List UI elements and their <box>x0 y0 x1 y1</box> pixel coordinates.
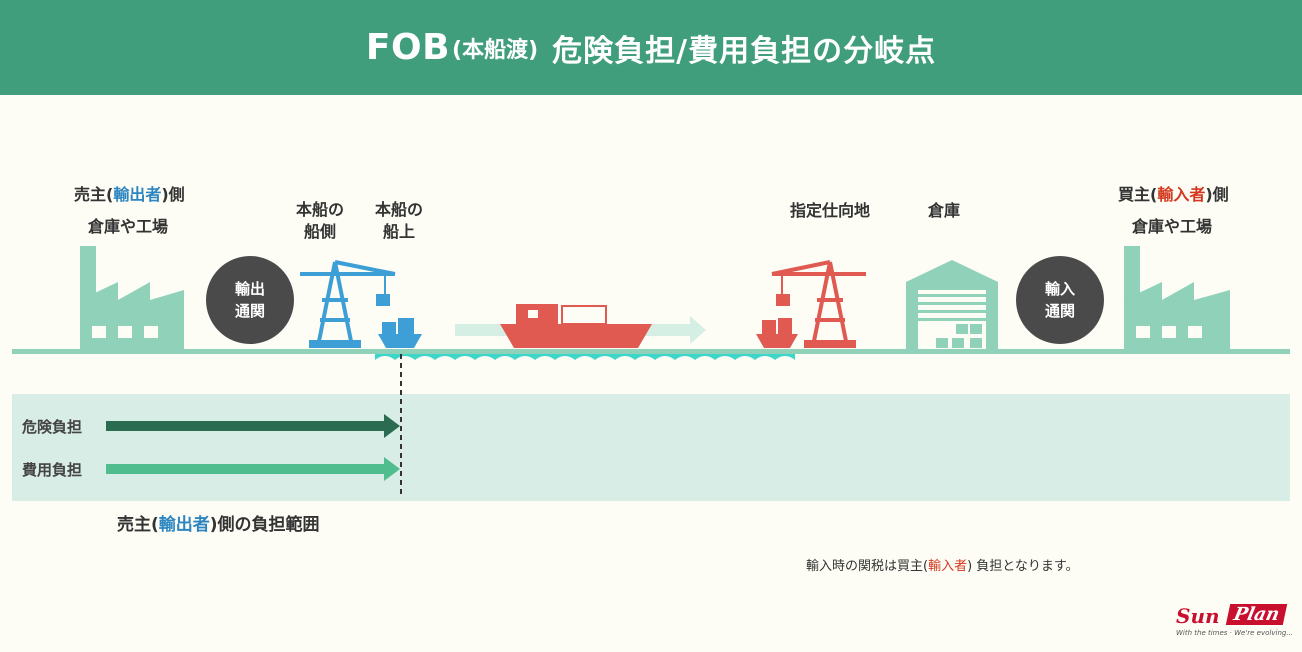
loaded-boat-icon <box>378 318 422 348</box>
import-duty-note: 輸入時の関税は買主(輸入者) 負担となります。 <box>806 555 1079 574</box>
title-paren: (本船渡) <box>452 37 539 63</box>
logo-sun: Sun <box>1176 604 1220 628</box>
import-clearance-line1: 輸入 <box>1044 280 1075 298</box>
note-em: 輸入者 <box>928 559 968 574</box>
cargo-ship-icon <box>500 304 652 348</box>
ship-side-label: 本船の 船側 <box>296 199 344 243</box>
buyer-label-em: 輸入者 <box>1157 185 1206 204</box>
seller-scope-caption: 売主(輸出者)側の負担範囲 <box>117 510 320 535</box>
buyer-factory-icon <box>1124 246 1230 350</box>
scope-em: 輸出者 <box>158 515 210 535</box>
title-main: FOB <box>365 27 451 68</box>
responsibility-band <box>12 394 1290 501</box>
page-title: FOB (本船渡) 危険負担/費用負担の分岐点 <box>0 0 1302 95</box>
import-clearance-line2: 通関 <box>1044 302 1075 320</box>
seller-factory-icon <box>80 246 184 350</box>
logo-plan: Plan <box>1225 604 1288 625</box>
export-clearance-badge: 輸出 通関 <box>206 256 294 344</box>
seller-label: 売主(輸出者)側 <box>74 184 185 206</box>
risk-row-label: 危険負担 <box>22 418 83 436</box>
seller-label-post: )側 <box>161 185 185 204</box>
import-clearance-badge: 輸入 通関 <box>1016 256 1104 344</box>
seller-label-pre: 売主( <box>74 185 114 204</box>
ground-line <box>12 349 1290 354</box>
on-board-label: 本船の 船上 <box>375 199 423 243</box>
ship-side-line2: 船側 <box>304 222 337 241</box>
export-clearance-line2: 通関 <box>234 302 265 320</box>
seller-sublabel: 倉庫や工場 <box>88 217 169 236</box>
risk-arrow <box>106 414 400 438</box>
title-rest: 危険負担/費用負担の分岐点 <box>552 33 937 69</box>
destination-label: 指定仕向地 <box>790 201 871 220</box>
scope-post: )側の負担範囲 <box>209 515 320 535</box>
logo-tagline: With the times · We're evolving... <box>1176 629 1294 637</box>
scope-pre: 売主( <box>117 515 159 535</box>
buyer-label-pre: 買主( <box>1118 185 1158 204</box>
sunplan-logo: Sun Plan With the times · We're evolving… <box>1176 604 1293 642</box>
buyer-label: 買主(輸入者)側 <box>1118 184 1229 206</box>
on-board-line2: 船上 <box>383 222 416 241</box>
on-board-line1: 本船の <box>375 200 424 219</box>
note-pre: 輸入時の関税は買主( <box>806 559 929 574</box>
import-crane-icon <box>771 260 866 348</box>
arriving-boat-icon <box>756 318 798 348</box>
ship-side-line1: 本船の <box>296 200 345 219</box>
buyer-sublabel: 倉庫や工場 <box>1132 217 1213 236</box>
warehouse-label: 倉庫 <box>928 201 961 220</box>
seller-label-em: 輸出者 <box>113 185 162 204</box>
note-post: ) 負担となります。 <box>967 559 1079 574</box>
export-crane-icon <box>300 260 396 348</box>
cost-arrow <box>106 457 400 481</box>
warehouse-icon <box>906 260 998 350</box>
cost-row-label: 費用負担 <box>22 461 83 479</box>
buyer-label-post: )側 <box>1205 185 1229 204</box>
export-clearance-line1: 輸出 <box>234 280 265 298</box>
